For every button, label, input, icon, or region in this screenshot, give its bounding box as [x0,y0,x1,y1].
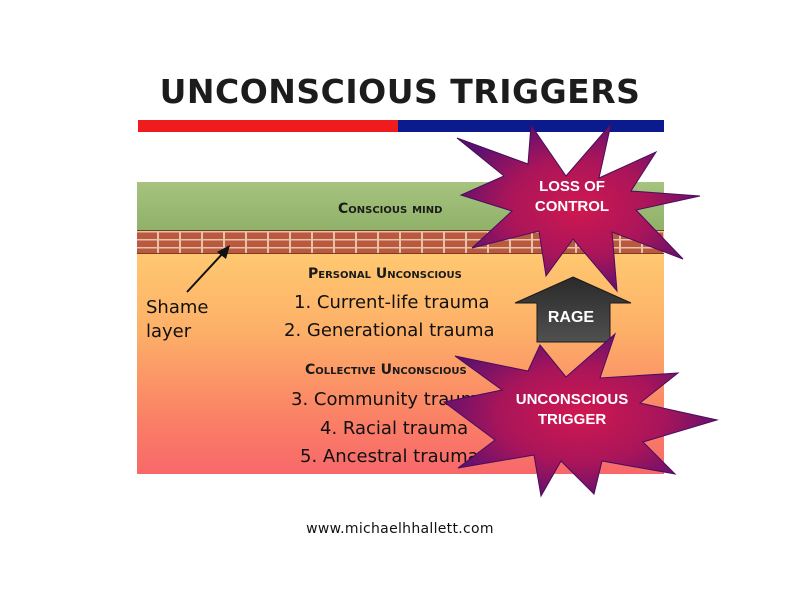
starburst-icon [442,332,719,498]
unconscious-trigger-label: UNCONSCIOUS TRIGGER [497,390,647,430]
page-title: UNCONSCIOUS TRIGGERS [159,72,641,111]
loss-of-control-line1: LOSS OF [539,178,605,195]
conscious-mind-label: Conscious mind [338,201,443,217]
personal-item: 2. Generational trauma [284,320,495,341]
starburst-icon [456,123,701,293]
loss-of-control-label: LOSS OF CONTROL [507,177,637,217]
collective-item: 4. Racial trauma [320,418,469,439]
shame-layer-label: Shame layer [146,296,208,344]
unconscious-trigger-line2: TRIGGER [537,411,607,428]
footer-url: www.michaelhhallett.com [306,521,494,537]
collective-item: 3. Community trauma [291,389,490,410]
loss-of-control-line2: CONTROL [534,198,610,215]
personal-item: 1. Current-life trauma [294,292,490,313]
shame-brick-wall [137,230,664,254]
personal-unconscious-label: Personal Unconscious [308,266,462,282]
shame-layer-line1: Shame [146,297,209,318]
unconscious-trigger-line1: UNCONSCIOUS [515,391,629,408]
arrow-icon [186,245,230,293]
collective-item: 5. Ancestral trauma [300,446,479,467]
collective-unconscious-label: Collective Unconscious [305,362,467,378]
shame-layer-line2: layer [146,321,192,342]
title-underline-red [138,120,400,132]
rage-label: RAGE [547,309,595,326]
up-arrow-icon [514,276,632,343]
